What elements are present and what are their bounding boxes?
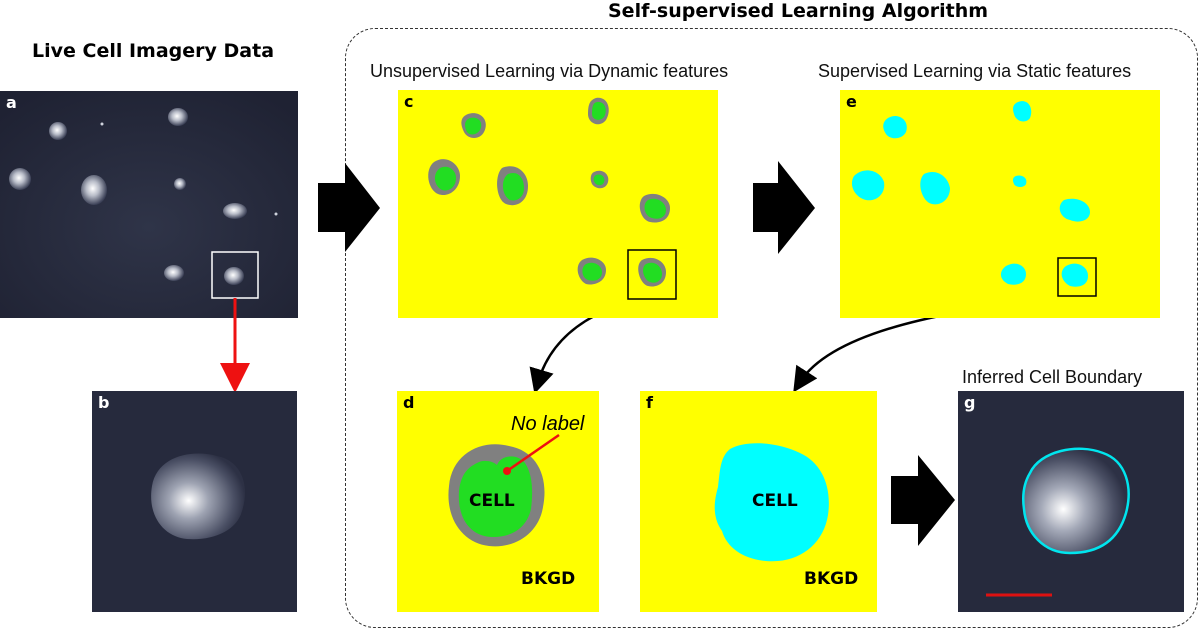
panel-d-zoomed-dynamic: d No label CELL BKGD <box>397 391 599 612</box>
cells-micrograph <box>0 91 298 318</box>
dynamic-label-map <box>428 97 677 300</box>
data-title: Live Cell Imagery Data <box>32 40 275 62</box>
cell-region-static <box>714 443 829 562</box>
panel-b-zoomed-cell: b <box>92 391 297 612</box>
static-label-map <box>851 101 1097 297</box>
zoomed-dynamic-map <box>448 433 560 547</box>
panel-g-inferred-boundary: g <box>958 391 1184 612</box>
inferred-subtitle: Inferred Cell Boundary <box>962 367 1143 387</box>
no-label-annotation: No label <box>511 413 585 435</box>
panel-f-zoomed-static: f CELL BKGD <box>640 391 877 612</box>
panel-letter-d: d <box>403 393 415 412</box>
zoomed-cell-image <box>151 453 245 540</box>
zoom-box-e <box>1057 257 1097 297</box>
no-label-pointer <box>506 433 560 473</box>
bkgd-label-f: BKGD <box>804 569 859 589</box>
supervised-subtitle: Supervised Learning via Static features <box>818 61 1132 81</box>
cell-label-d: CELL <box>469 491 515 511</box>
bkgd-label-d: BKGD <box>521 569 576 589</box>
panel-letter-b: b <box>98 393 110 412</box>
algorithm-title: Self-supervised Learning Algorithm <box>608 0 989 22</box>
panel-c-dynamic-labels: c <box>398 90 718 318</box>
panel-letter-g: g <box>964 393 976 412</box>
cell-boundary-contour <box>1022 447 1130 555</box>
panel-e-static-labels: e <box>840 90 1160 318</box>
cell-label-f: CELL <box>752 491 798 511</box>
panel-letter-e: e <box>846 92 857 111</box>
zoomed-static-map <box>714 443 829 562</box>
unsupervised-subtitle: Unsupervised Learning via Dynamic featur… <box>370 61 729 81</box>
panel-letter-f: f <box>646 393 653 412</box>
inferred-boundary-image <box>986 447 1130 597</box>
panel-a-live-cell-image: a <box>0 91 298 318</box>
panel-letter-c: c <box>404 92 414 111</box>
panel-letter-a: a <box>6 93 17 112</box>
algorithm-container <box>345 28 1198 628</box>
zoom-box-c <box>627 249 677 300</box>
cell-region <box>458 456 533 537</box>
